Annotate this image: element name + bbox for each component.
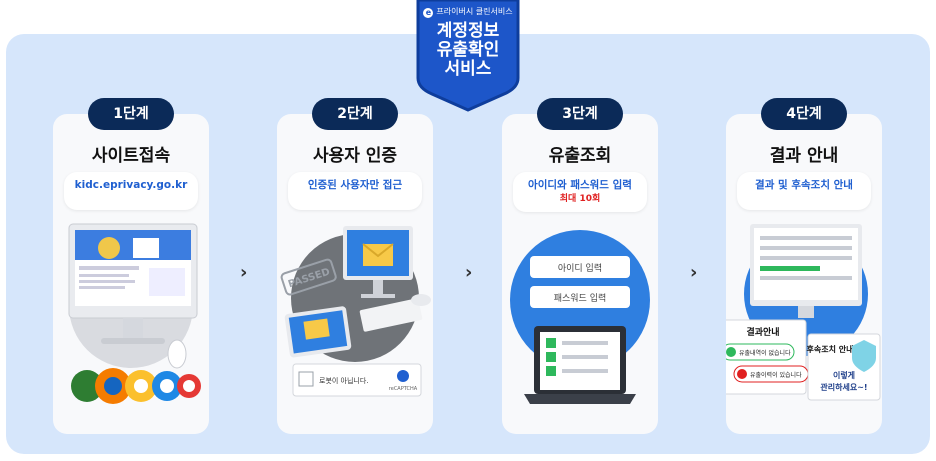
leak-lookup-illustration: 아이디 입력 패스워드 입력	[510, 230, 650, 404]
step-card-1: 1단계 사이트접속 kidc.eprivacy.go.kr	[53, 98, 209, 434]
step-subtitle: kidc.eprivacy.go.kr	[64, 172, 198, 210]
step-subtitle-text: 아이디와 패스워드 입력	[528, 179, 632, 191]
chevron-right-icon: ›	[465, 262, 473, 283]
followup-message-line2: 관리하세요~!	[820, 382, 867, 392]
attempt-limit: 최대 10회	[559, 194, 601, 204]
step-subtitle: 결과 및 후속조치 안내	[737, 172, 871, 210]
badge-brand-label: 프라이버시 클린서비스	[436, 7, 513, 16]
captcha-label: 로봇이 아닙니다.	[319, 376, 369, 385]
result-guide-illustration: 결과안내 유출내역이 없습니다 유출이력이 있습니다 후속조치 안내 이렇게 관…	[726, 224, 881, 401]
step-label: 1단계	[88, 98, 174, 130]
step-title: 결과 안내	[769, 146, 839, 166]
chevron-right-icon: ›	[690, 262, 698, 283]
recaptcha-label: reCAPTCHA	[389, 386, 418, 392]
step-subtitle: 인증된 사용자만 접근	[288, 172, 422, 210]
monitor-browser-illustration	[68, 223, 201, 404]
step-card-4: 4단계 결과 안내 결과 및 후속조치 안내 결과안내 유출내역이 없습니다 유…	[726, 98, 882, 434]
no-leak-message: 유출내역이 없습니다	[739, 349, 791, 357]
step-title: 사이트접속	[91, 146, 171, 166]
step-card-2: 2단계 사용자 인증 인증된 사용자만 접근 PASSED 로봇이 아닙니다. …	[277, 98, 433, 434]
followup-message-line1: 이렇게	[833, 370, 855, 380]
id-input-field: 아이디 입력	[558, 262, 602, 274]
step-label: 4단계	[761, 98, 847, 130]
password-input-field: 패스워드 입력	[554, 292, 607, 304]
badge-title: 계정정보 유출확인 서비스	[436, 21, 500, 79]
step-label: 3단계	[537, 98, 623, 130]
followup-title: 후속조치 안내	[807, 344, 854, 354]
browser-icons	[71, 368, 201, 404]
shield-icon	[416, 0, 520, 112]
authentication-illustration: PASSED 로봇이 아닙니다. reCAPTCHA	[280, 226, 431, 397]
chevron-right-icon: ›	[240, 262, 248, 283]
step-label: 2단계	[312, 98, 398, 130]
step-title: 유출조회	[548, 146, 612, 166]
result-popup-title: 결과안내	[746, 326, 779, 338]
step-title: 사용자 인증	[312, 146, 398, 166]
eprivacy-logo-icon: e	[423, 8, 434, 18]
leak-message: 유출이력이 있습니다	[750, 371, 802, 379]
